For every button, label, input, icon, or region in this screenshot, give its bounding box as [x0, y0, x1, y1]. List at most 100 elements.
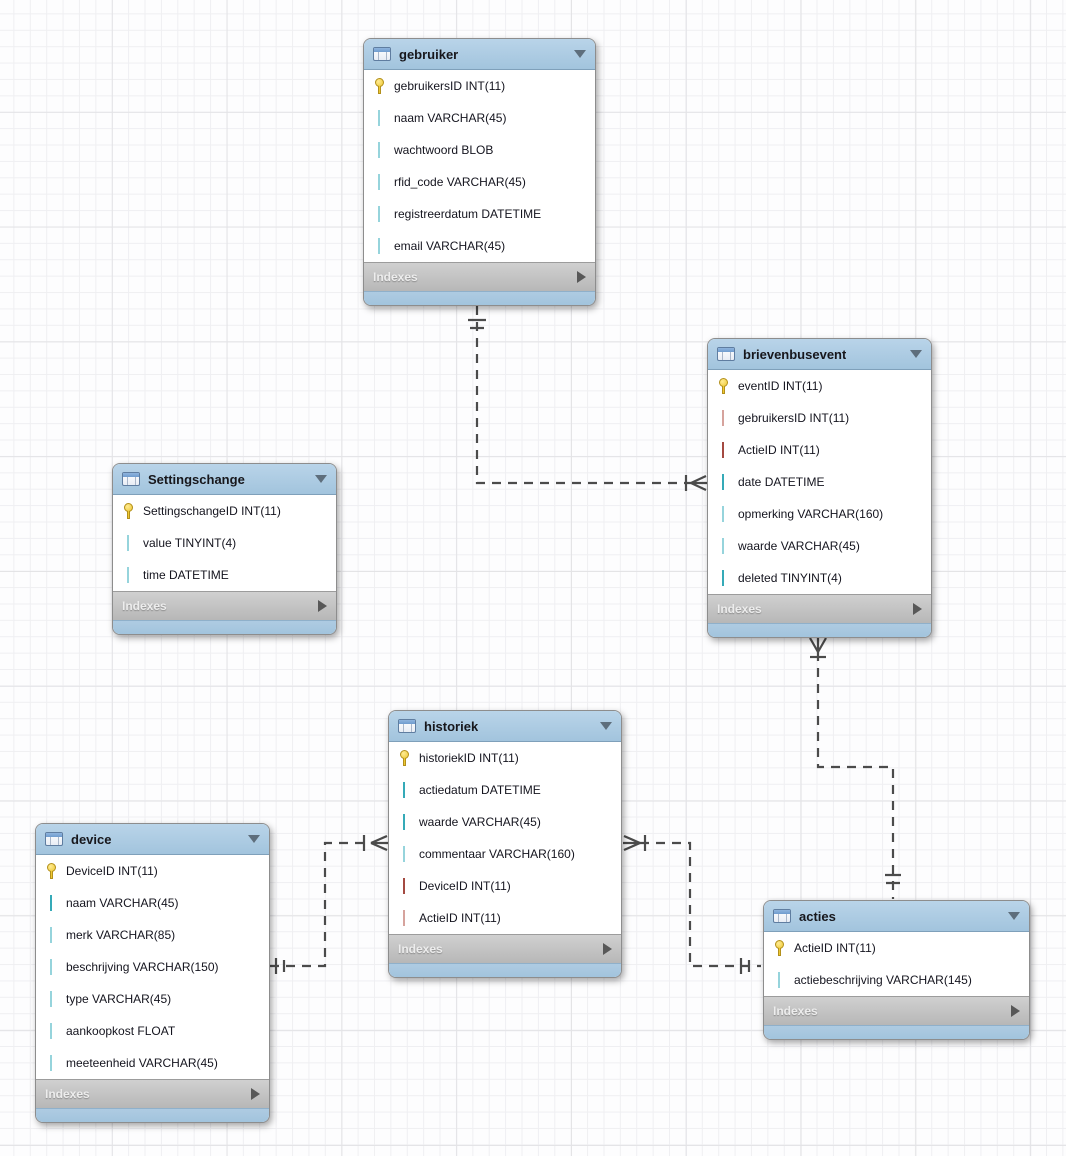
column-row[interactable]: gebruikersID INT(11): [708, 402, 931, 434]
collapse-chevron-icon[interactable]: [910, 350, 922, 358]
column-row[interactable]: waarde VARCHAR(45): [708, 530, 931, 562]
column-row[interactable]: time DATETIME: [113, 559, 336, 591]
column-label: type VARCHAR(45): [66, 992, 172, 1006]
relationship-brievenbusevent-acties[interactable]: [809, 637, 901, 899]
nullable-column-diamond-icon: [44, 1023, 58, 1039]
indexes-bar[interactable]: Indexes: [389, 934, 621, 963]
relationship-gebruiker-brievenbusevent[interactable]: [468, 306, 707, 491]
indexes-bar[interactable]: Indexes: [113, 591, 336, 620]
column-row[interactable]: waarde VARCHAR(45): [389, 806, 621, 838]
column-label: date DATETIME: [738, 475, 825, 489]
collapse-chevron-icon[interactable]: [315, 475, 327, 483]
one-marker: [274, 958, 286, 974]
column-row[interactable]: naam VARCHAR(45): [364, 102, 595, 134]
column-row[interactable]: DeviceID INT(11): [36, 855, 269, 887]
notnull-column-diamond-icon: [397, 814, 411, 830]
column-label: opmerking VARCHAR(160): [738, 507, 884, 521]
table-historiek[interactable]: historiek historiekID INT(11) actiedatum…: [388, 710, 622, 978]
table-gebruiker[interactable]: gebruiker gebruikersID INT(11) naam VARC…: [363, 38, 596, 306]
column-row[interactable]: type VARCHAR(45): [36, 983, 269, 1015]
collapse-chevron-icon[interactable]: [1008, 912, 1020, 920]
collapse-chevron-icon[interactable]: [574, 50, 586, 58]
table-acties[interactable]: acties ActieID INT(11) actiebeschrijving…: [763, 900, 1030, 1040]
column-row[interactable]: merk VARCHAR(85): [36, 919, 269, 951]
column-row[interactable]: commentaar VARCHAR(160): [389, 838, 621, 870]
column-label: deleted TINYINT(4): [738, 571, 842, 585]
table-brievenbusevent[interactable]: brievenbusevent eventID INT(11) gebruike…: [707, 338, 932, 638]
column-row[interactable]: deleted TINYINT(4): [708, 562, 931, 594]
table-icon: [398, 719, 416, 733]
primary-key-icon: [121, 502, 135, 520]
expand-arrow-icon[interactable]: [603, 943, 612, 955]
table-header[interactable]: gebruiker: [364, 39, 595, 70]
column-row[interactable]: eventID INT(11): [708, 370, 931, 402]
table-header[interactable]: Settingschange: [113, 464, 336, 495]
column-row[interactable]: opmerking VARCHAR(160): [708, 498, 931, 530]
one-marker: [468, 318, 486, 330]
table-settingschange[interactable]: Settingschange SettingschangeID INT(11) …: [112, 463, 337, 635]
column-row[interactable]: value TINYINT(4): [113, 527, 336, 559]
column-label: SettingschangeID INT(11): [143, 504, 281, 518]
column-row[interactable]: meeteenheid VARCHAR(45): [36, 1047, 269, 1079]
indexes-label: Indexes: [717, 602, 762, 616]
column-row[interactable]: SettingschangeID INT(11): [113, 495, 336, 527]
expand-arrow-icon[interactable]: [318, 600, 327, 612]
column-row[interactable]: date DATETIME: [708, 466, 931, 498]
primary-key-icon: [716, 377, 730, 395]
table-header[interactable]: historiek: [389, 711, 621, 742]
indexes-label: Indexes: [45, 1087, 90, 1101]
table-title: brievenbusevent: [743, 346, 847, 362]
column-row[interactable]: DeviceID INT(11): [389, 870, 621, 902]
table-title: Settingschange: [148, 471, 245, 487]
expand-arrow-icon[interactable]: [1011, 1005, 1020, 1017]
many-marker-crow-foot: [370, 834, 388, 852]
column-row[interactable]: actiedatum DATETIME: [389, 774, 621, 806]
column-row[interactable]: historiekID INT(11): [389, 742, 621, 774]
column-row[interactable]: aankoopkost FLOAT: [36, 1015, 269, 1047]
table-device[interactable]: device DeviceID INT(11) naam VARCHAR(45)…: [35, 823, 270, 1123]
indexes-bar[interactable]: Indexes: [364, 262, 595, 291]
nullable-column-diamond-icon: [44, 959, 58, 975]
column-label: wachtwoord BLOB: [394, 143, 494, 157]
expand-arrow-icon[interactable]: [577, 271, 586, 283]
column-label: beschrijving VARCHAR(150): [66, 960, 219, 974]
column-row[interactable]: gebruikersID INT(11): [364, 70, 595, 102]
column-row[interactable]: rfid_code VARCHAR(45): [364, 166, 595, 198]
collapse-chevron-icon[interactable]: [248, 835, 260, 843]
column-label: ActieID INT(11): [738, 443, 820, 457]
table-icon: [717, 347, 735, 361]
many-marker-crow-foot: [623, 834, 641, 852]
table-header[interactable]: device: [36, 824, 269, 855]
column-row[interactable]: ActieID INT(11): [708, 434, 931, 466]
column-label: DeviceID INT(11): [419, 879, 511, 893]
column-row[interactable]: beschrijving VARCHAR(150): [36, 951, 269, 983]
indexes-bar[interactable]: Indexes: [36, 1079, 269, 1108]
expand-arrow-icon[interactable]: [251, 1088, 260, 1100]
many-marker-crow-foot: [809, 637, 827, 653]
expand-arrow-icon[interactable]: [913, 603, 922, 615]
relationship-historiek-acties[interactable]: [623, 834, 761, 974]
column-label: merk VARCHAR(85): [66, 928, 176, 942]
column-row[interactable]: wachtwoord BLOB: [364, 134, 595, 166]
indexes-bar[interactable]: Indexes: [764, 996, 1029, 1025]
column-row[interactable]: ActieID INT(11): [764, 932, 1029, 964]
relationship-device-historiek[interactable]: [270, 834, 388, 974]
indexes-bar[interactable]: Indexes: [708, 594, 931, 623]
table-footer-bar: [36, 1108, 269, 1122]
indexes-label: Indexes: [122, 599, 167, 613]
table-header[interactable]: brievenbusevent: [708, 339, 931, 370]
column-row[interactable]: actiebeschrijving VARCHAR(145): [764, 964, 1029, 996]
table-footer-bar: [364, 291, 595, 305]
notnull-column-diamond-icon: [716, 474, 730, 490]
column-row[interactable]: email VARCHAR(45): [364, 230, 595, 262]
column-label: email VARCHAR(45): [394, 239, 506, 253]
nullable-column-diamond-icon: [44, 927, 58, 943]
collapse-chevron-icon[interactable]: [600, 722, 612, 730]
column-row[interactable]: naam VARCHAR(45): [36, 887, 269, 919]
notnull-foreign-key-diamond-icon: [397, 878, 411, 894]
column-label: waarde VARCHAR(45): [419, 815, 541, 829]
table-icon: [373, 47, 391, 61]
column-row[interactable]: ActieID INT(11): [389, 902, 621, 934]
column-row[interactable]: registreerdatum DATETIME: [364, 198, 595, 230]
table-header[interactable]: acties: [764, 901, 1029, 932]
